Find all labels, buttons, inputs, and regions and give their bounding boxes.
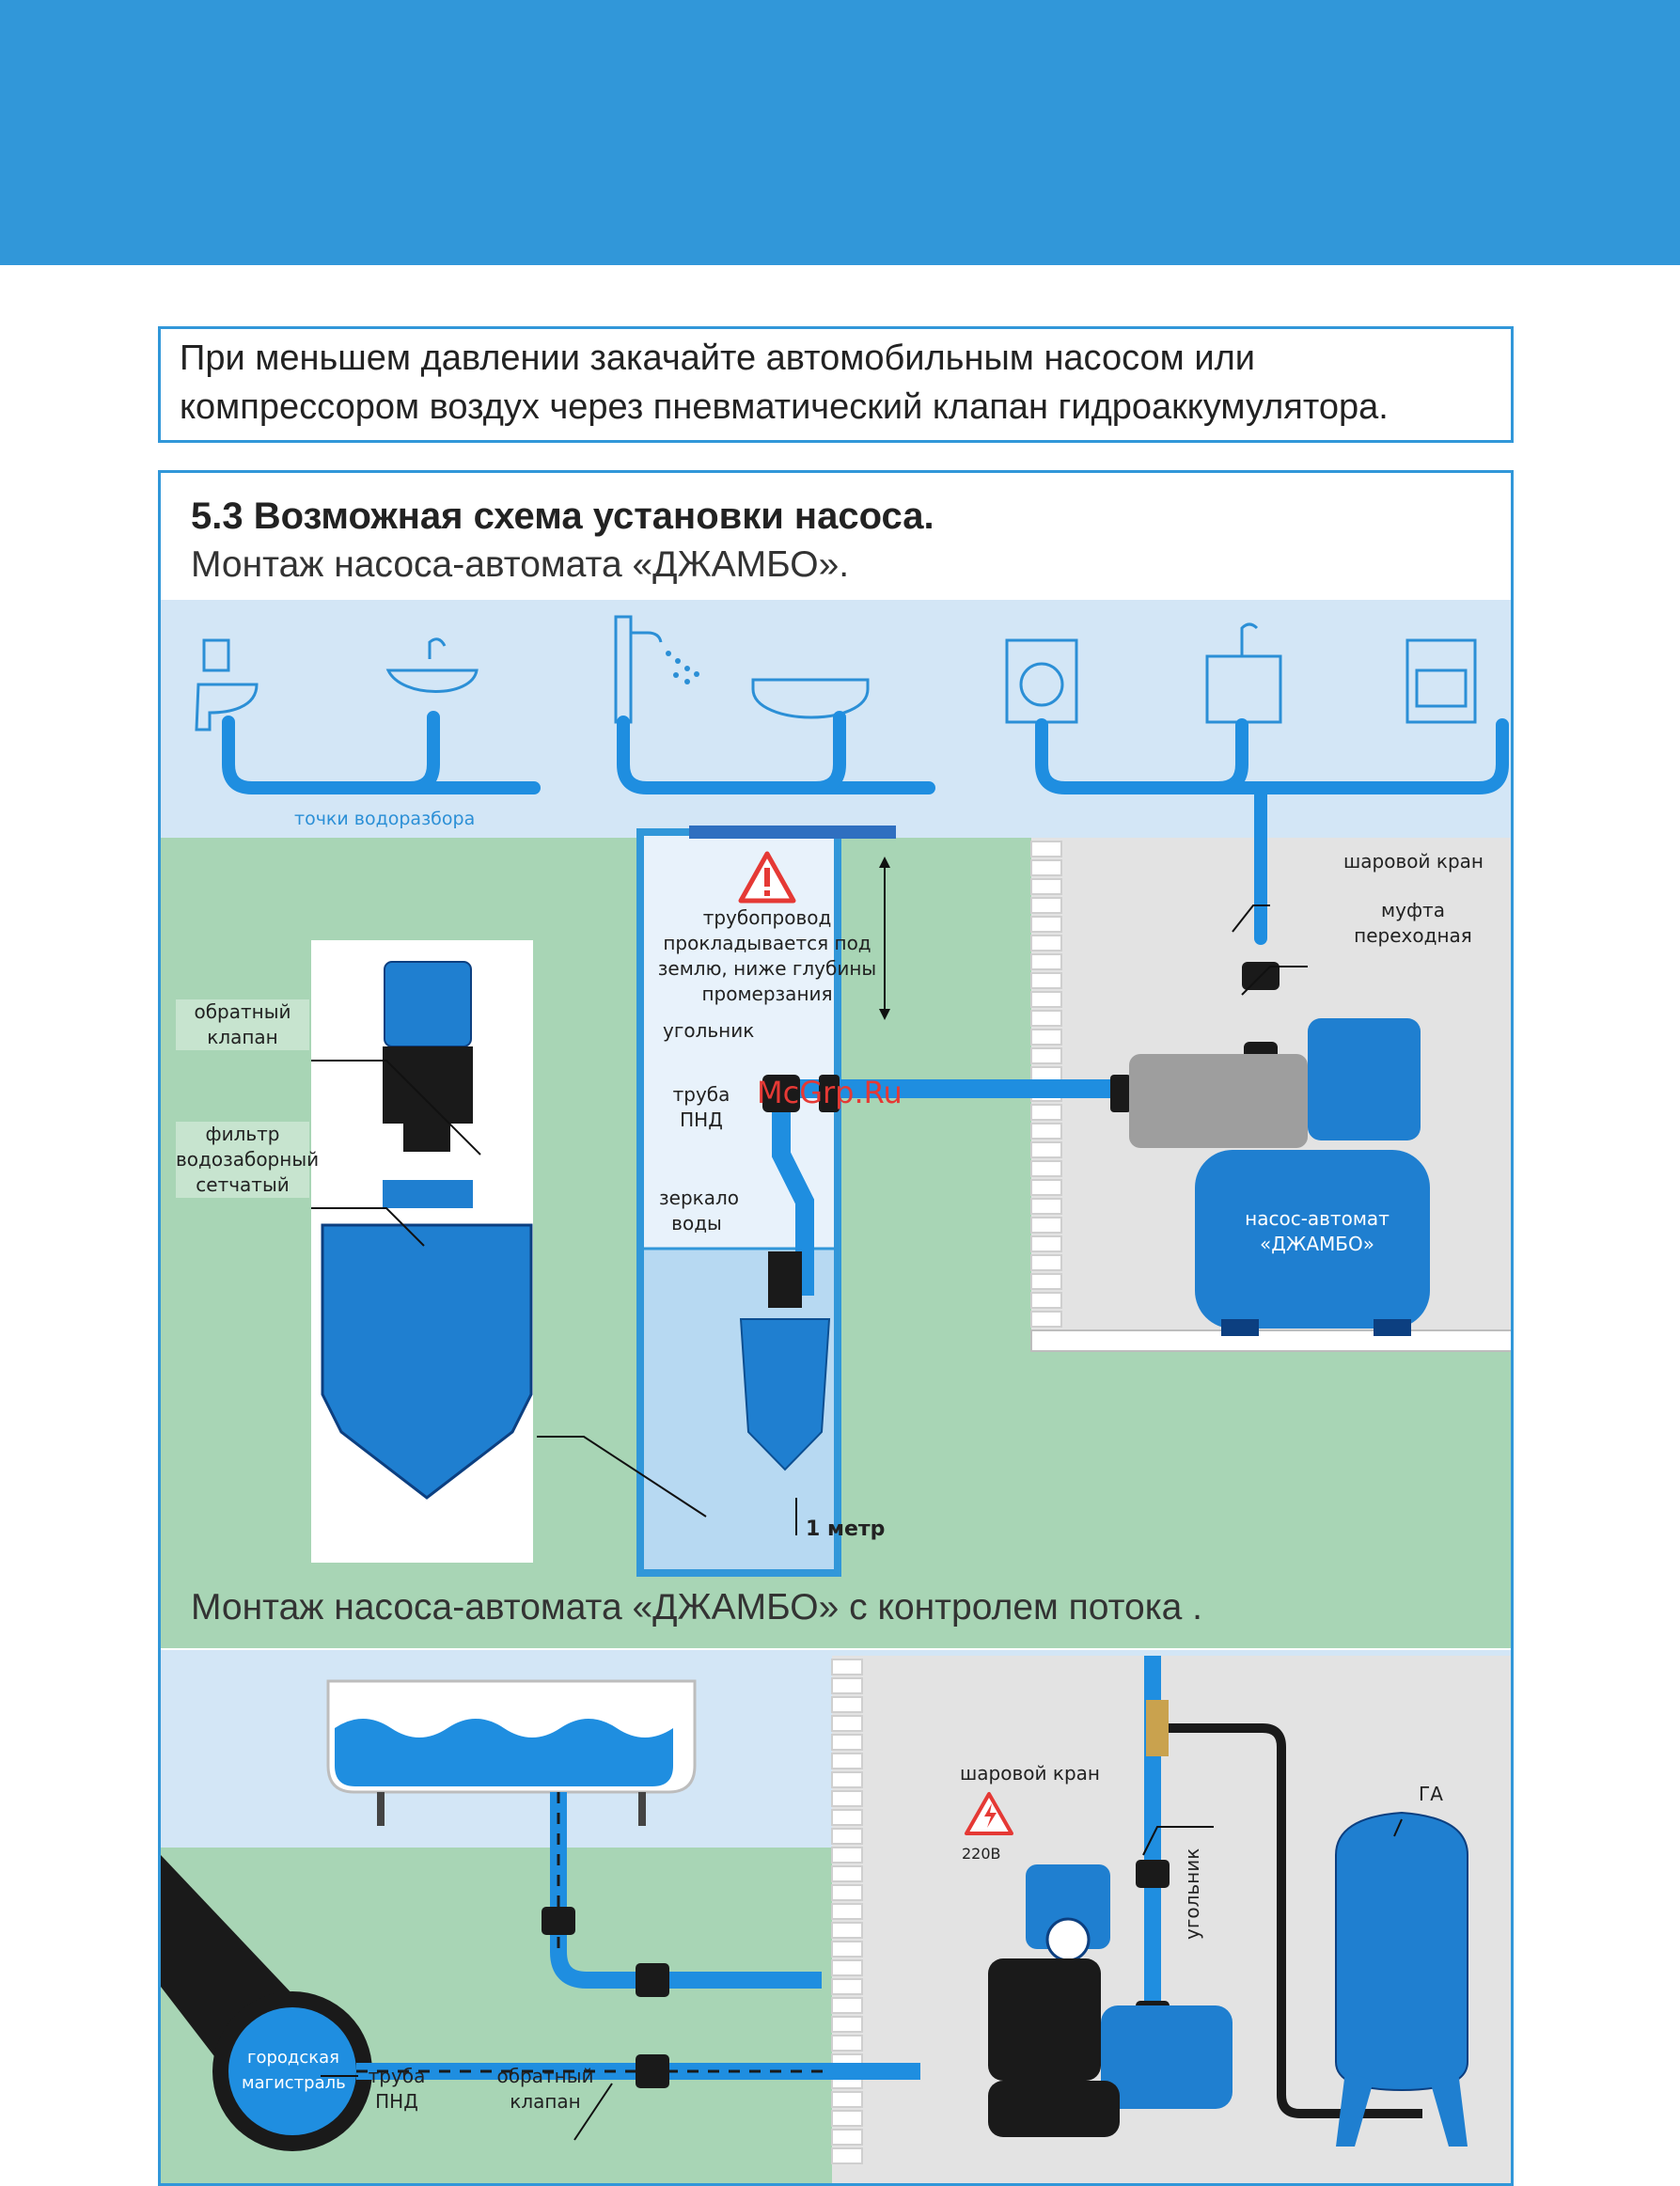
header-bar <box>0 0 1680 265</box>
filter-detail <box>321 961 533 1500</box>
fittings-2 <box>542 1860 1170 2088</box>
pump-jumbo-flow-control <box>988 1864 1233 2137</box>
brick-wall-2 <box>831 1659 863 2164</box>
voltage-label: 220В <box>962 1845 1001 1863</box>
scheme-drawing <box>161 600 1511 2183</box>
note-line-2: компрессором воздух через пневматический… <box>180 387 1389 427</box>
one-meter-label: 1 метр <box>806 1518 886 1541</box>
scheme2-title: Монтаж насоса-автомата «ДЖАМБО» с контро… <box>191 1587 1203 1628</box>
brick-wall <box>1030 841 1062 1328</box>
watermark: McGrp.Ru <box>757 1075 903 1110</box>
scheme-panel: 5.3 Возможная схема установки насоса. Мо… <box>158 470 1514 2186</box>
electric-warning-icon <box>965 1792 1013 1835</box>
ball-valve-label-2: шаровой кран <box>960 1762 1100 1785</box>
water-tower-icon <box>326 1679 697 1826</box>
elbow-label-2: угольник <box>1181 1848 1203 1940</box>
water-points-label: точки водоразбора <box>294 809 476 829</box>
note-box: При меньшем давлении закачайте автомобил… <box>158 326 1514 443</box>
plumbing-fixtures-icons <box>195 615 1477 731</box>
city-main-icon <box>161 1855 372 2151</box>
distribution-pipes <box>222 711 1509 945</box>
tank-label: ГА <box>1419 1783 1443 1805</box>
well-filter <box>739 1251 831 1471</box>
scheme1-title: Монтаж насоса-автомата «ДЖАМБО». <box>191 544 850 585</box>
leader-lines <box>311 904 1403 2141</box>
hydro-accumulator-tank <box>1335 1811 1468 2147</box>
pump-jumbo <box>1129 1018 1430 1336</box>
ball-valve-label: шаровой кран <box>1343 850 1484 873</box>
tower-label: водонапорная башня <box>426 1691 617 1710</box>
pump-label: насос-автомат«ДЖАМБО» <box>1245 1207 1390 1255</box>
warning-icon <box>738 851 796 904</box>
elbow-label: угольник <box>663 1019 755 1042</box>
note-line-1: При меньшем давлении закачайте автомобил… <box>180 338 1255 378</box>
shower-spray <box>666 651 699 684</box>
section-title: 5.3 Возможная схема установки насоса. <box>191 495 934 537</box>
